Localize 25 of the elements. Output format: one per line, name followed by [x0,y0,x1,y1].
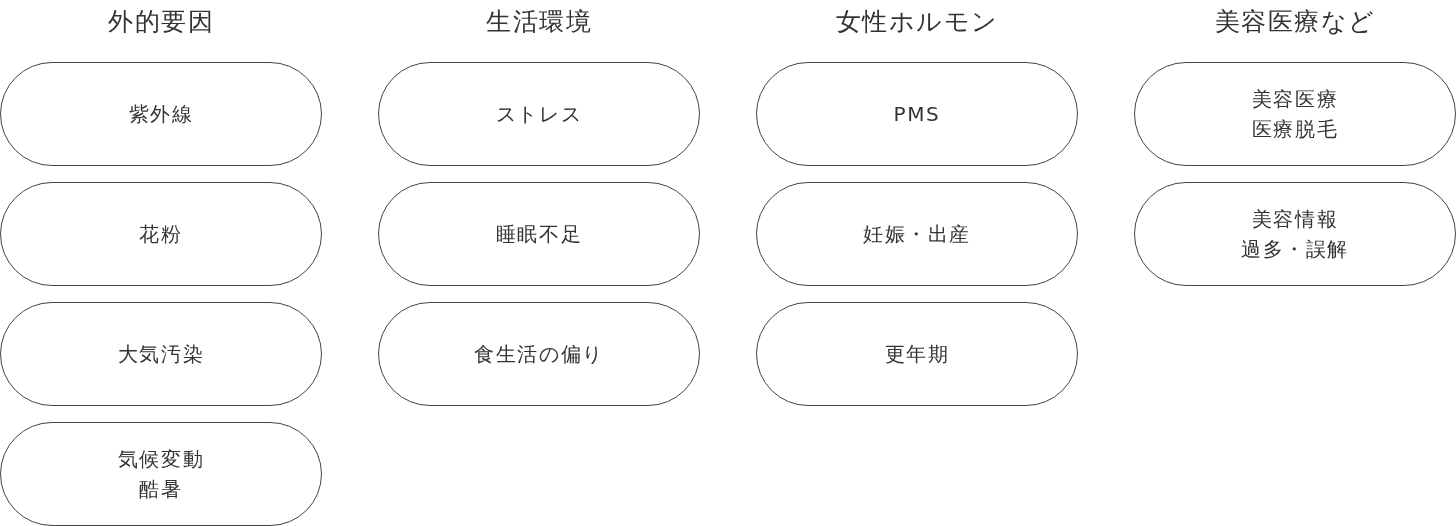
pill-text: 気候変動 [117,446,205,473]
rounded-pill [0,182,322,286]
pill-text: 花粉 [139,221,183,248]
pill-text: 美容医療 [1251,86,1339,113]
pill-text: ストレス [495,101,583,128]
column-heading: 美容医療など [1213,6,1377,38]
column-heading: 生活環境 [485,6,593,38]
pill-text: 医療脱毛 [1251,116,1339,143]
rounded-pill [0,62,322,166]
pill-text: 大気汚染 [117,341,205,368]
rounded-pill [1134,182,1456,286]
column-heading: 外的要因 [107,6,215,38]
pill-text: 妊娠・出産 [863,221,971,248]
pill-text: 紫外線 [128,101,194,128]
rounded-pill [1134,62,1456,166]
pill-text: 美容情報 [1251,206,1339,233]
pill-text: 酷暑 [139,476,183,503]
pill-text: 食生活の偏り [474,341,604,368]
column-heading: 女性ホルモン [834,6,1000,38]
pill-text: PMS [893,101,941,128]
pill-text: 更年期 [884,341,950,368]
rounded-pill [0,422,322,526]
pill-text: 過多・誤解 [1241,236,1349,263]
rounded-pill [0,302,322,406]
pill-text: 睡眠不足 [495,221,583,248]
